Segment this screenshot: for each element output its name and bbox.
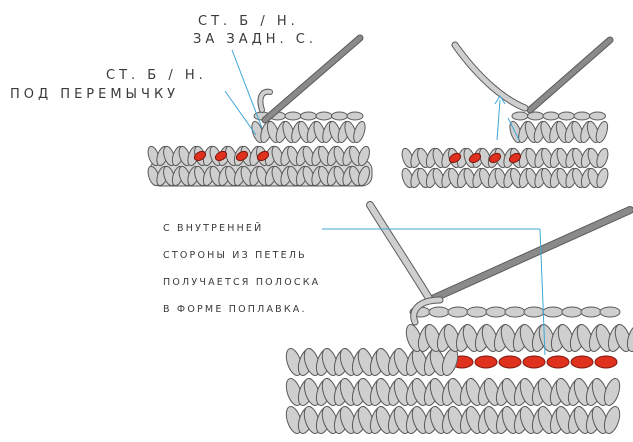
- pointer-back-loop: [232, 50, 262, 128]
- swatch-3: [283, 205, 633, 435]
- arrow-1: [497, 100, 500, 140]
- pointer-bar: [225, 91, 256, 135]
- swatch-2: [400, 40, 610, 189]
